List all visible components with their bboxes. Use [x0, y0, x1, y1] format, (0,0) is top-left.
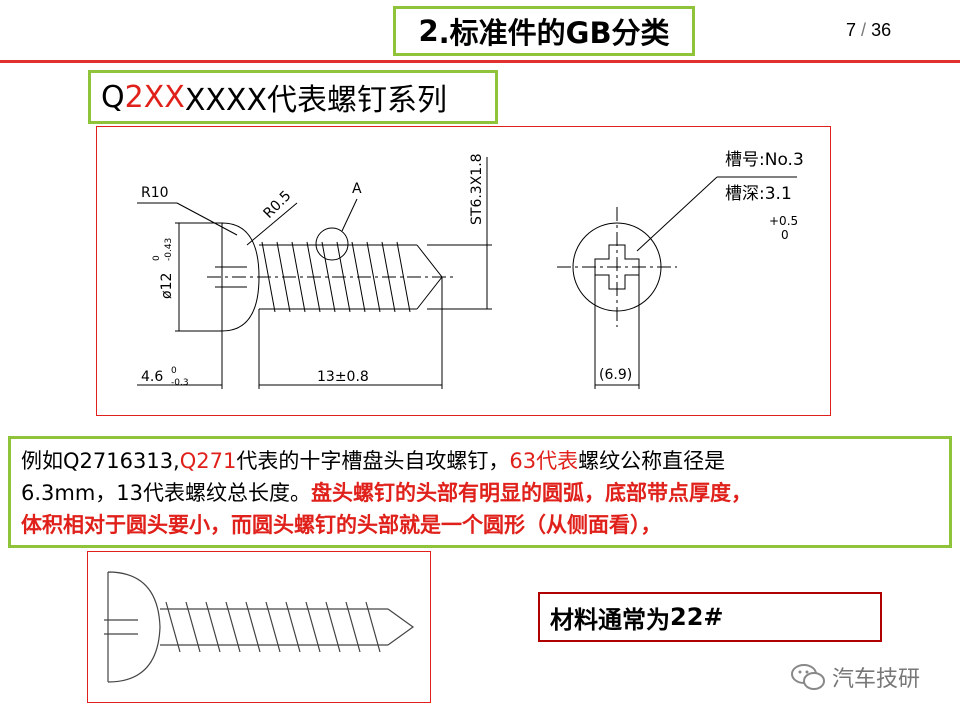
slot-leader [636, 176, 718, 252]
illustration-head [107, 571, 161, 683]
slide-title: 2.标准件的GB分类 [393, 6, 695, 56]
page-number: 7 / 36 [846, 20, 891, 41]
material-grade: 22# [670, 603, 724, 631]
note-line-2: 6.3mm，13代表螺纹总长度。盘头螺钉的头部有明显的圆弧，底部带点厚度， [21, 477, 939, 509]
r05-leader [246, 202, 298, 246]
label-head-tol-bottom: -0.3 [171, 378, 189, 388]
page-separator: / [861, 20, 867, 40]
label-thread-spec: ST6.3X1.8 [469, 153, 485, 225]
label-slot-number: 槽号:No.3 [725, 150, 804, 170]
label-head-tol-top: 0 [171, 366, 177, 376]
r10-leader [176, 202, 238, 236]
phillips-cross-recess [594, 244, 640, 290]
label-dia-tol-top: 0 [152, 255, 162, 261]
header-divider [0, 60, 960, 63]
slide-title-text: .标准件的GB分类 [438, 16, 670, 50]
series-red-code: 2XX [124, 79, 185, 115]
detail-a-leader [341, 198, 358, 232]
material-text: 材料通常为 [550, 605, 670, 634]
series-prefix: Q [101, 79, 125, 115]
label-head-diameter: ø12 [159, 273, 175, 299]
label-dia-tol-bottom: -0.43 [164, 238, 174, 261]
screw-illustration-canvas [104, 571, 415, 683]
label-depth-tol-bottom: 0 [781, 228, 789, 242]
note-series-code: Q271 [179, 449, 237, 473]
screw-illustration [87, 551, 431, 703]
label-detail-a: A [352, 181, 362, 197]
label-depth-tol-top: +0.5 [769, 214, 798, 228]
illustration-tip [387, 608, 415, 646]
explanation-note: 例如Q2716313,Q271代表的十字槽盘头自攻螺钉，63代表螺纹公称直径是 … [8, 436, 952, 548]
note-example-code: 例如Q2716313, [21, 449, 180, 473]
label-r05: R0.5 [261, 188, 295, 222]
note-line-3: 体积相对于圆头要小，而圆头螺钉的头部就是一个圆形（从侧面看）， [21, 512, 662, 537]
note-diameter-text: 螺纹公称直径是 [578, 449, 726, 473]
detail-a-circle [315, 227, 349, 261]
wechat-icon [791, 664, 825, 690]
note-pan-head-desc: 盘头螺钉的头部有明显的圆弧，底部带点厚度， [311, 480, 753, 505]
watermark: 汽车技研 [790, 660, 920, 694]
page-current: 7 [846, 20, 857, 40]
note-diameter-code: 63代表 [509, 449, 579, 473]
slide-title-number: 2 [418, 14, 439, 48]
page-total: 36 [871, 20, 892, 40]
label-slot-depth: 槽深:3.1 [725, 184, 792, 204]
label-length: 13±0.8 [317, 369, 369, 385]
label-r10: R10 [141, 185, 169, 201]
series-suffix: XXXX代表螺钉系列 [184, 83, 448, 118]
label-head-length: 4.6 [141, 369, 163, 385]
illustration-threads [165, 601, 381, 653]
note-screw-type: 代表的十字槽盘头自攻螺钉， [236, 449, 510, 473]
note-line-1: 例如Q2716313,Q271代表的十字槽盘头自攻螺钉，63代表螺纹公称直径是 [21, 445, 939, 477]
note-length-text: 6.3mm，13代表螺纹总长度。 [21, 481, 312, 505]
screw-technical-drawing: R10 R0.5 A ST6.3X1.8 ø12 0 -0.43 4.6 0 -… [96, 126, 831, 416]
label-width: (6.9) [599, 367, 632, 383]
watermark-text: 汽车技研 [832, 667, 921, 692]
drawing-canvas: R10 R0.5 A ST6.3X1.8 ø12 0 -0.43 4.6 0 -… [137, 150, 804, 389]
